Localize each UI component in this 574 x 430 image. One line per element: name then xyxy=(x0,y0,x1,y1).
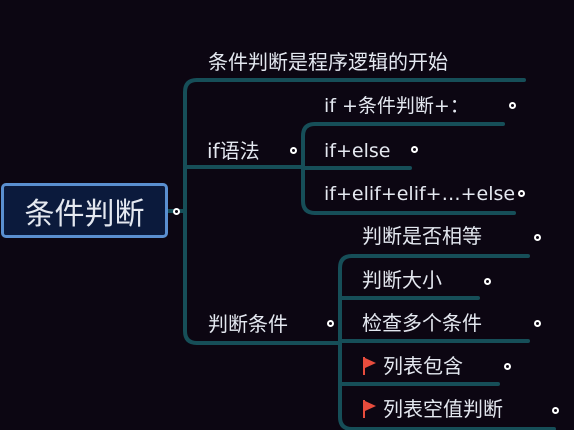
flag-icon xyxy=(363,357,376,375)
branch-label-if-syntax[interactable]: if语法 xyxy=(207,139,260,163)
expand-toggle-icon[interactable] xyxy=(552,407,559,414)
expand-toggle-icon[interactable] xyxy=(504,363,511,370)
condition-item-3[interactable]: 检查多个条件 xyxy=(362,311,482,335)
collapse-toggle-icon[interactable] xyxy=(327,320,334,327)
if-item-2[interactable]: if+else xyxy=(324,140,391,162)
condition-item-5[interactable]: 列表空值判断 xyxy=(383,397,503,421)
condition-item-2[interactable]: 判断大小 xyxy=(362,268,442,292)
expand-toggle-icon[interactable] xyxy=(534,234,541,241)
condition-item-1[interactable]: 判断是否相等 xyxy=(362,224,482,248)
root-label: 条件判断 xyxy=(24,196,145,232)
if-item-3[interactable]: if+elif+elif+…+else xyxy=(324,183,516,205)
connector-main-trunk xyxy=(183,78,199,345)
branch-label-conditions[interactable]: 判断条件 xyxy=(208,312,288,336)
connector-cond-trunk xyxy=(327,254,354,430)
expand-toggle-icon[interactable] xyxy=(534,320,541,327)
flag-icon xyxy=(363,400,376,418)
expand-toggle-icon[interactable] xyxy=(518,190,525,197)
condition-item-4[interactable]: 列表包含 xyxy=(383,354,463,378)
expand-toggle-icon[interactable] xyxy=(484,278,491,285)
branch-label-intro[interactable]: 条件判断是程序逻辑的开始 xyxy=(208,50,448,74)
collapse-toggle-icon[interactable] xyxy=(173,208,180,215)
root-node[interactable]: 条件判断 xyxy=(1,183,168,238)
collapse-toggle-icon[interactable] xyxy=(290,147,297,154)
expand-toggle-icon[interactable] xyxy=(411,146,418,153)
expand-toggle-icon[interactable] xyxy=(509,102,516,109)
if-item-1[interactable]: if +条件判断+： xyxy=(324,95,469,117)
